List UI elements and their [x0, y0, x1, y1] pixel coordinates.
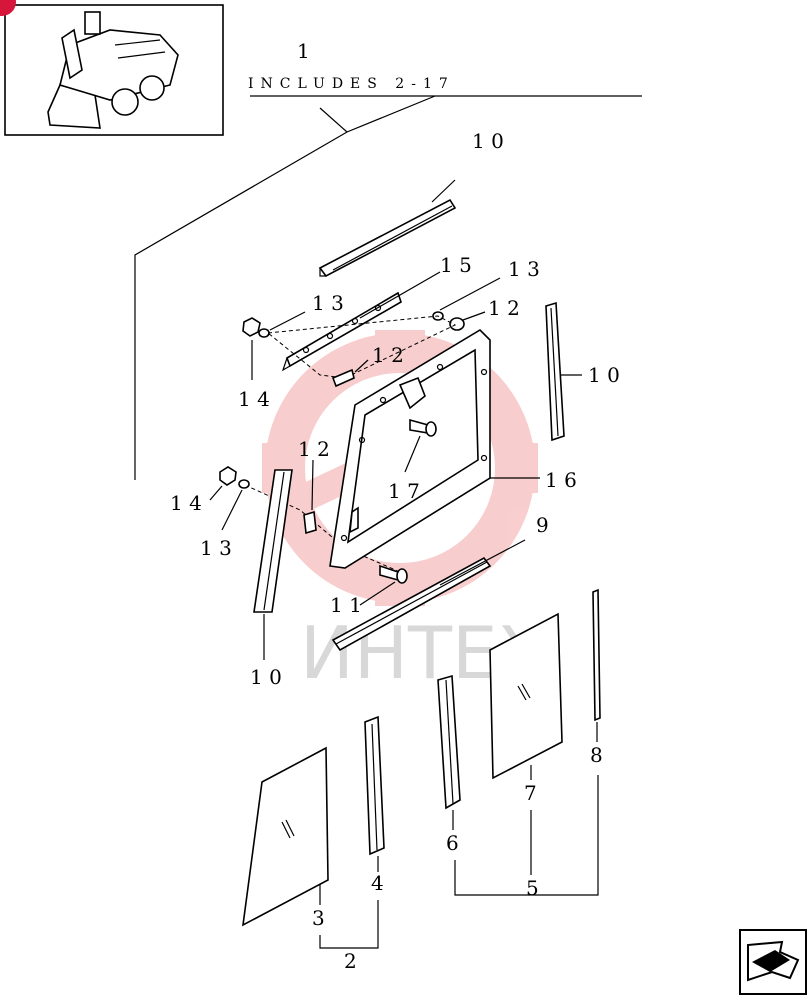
part-12-plate-left — [303, 459, 317, 535]
label-1: 1 — [297, 39, 310, 63]
label-5: 5 — [526, 876, 539, 900]
skid-steer-loader-icon — [47, 11, 179, 129]
alignment-line-top — [266, 315, 457, 379]
label-6: 6 — [446, 831, 459, 855]
part-4-channel — [364, 715, 385, 872]
part-9-channel — [331, 539, 526, 652]
part-17-bolt — [404, 418, 437, 473]
part-13-washer-top-left — [258, 311, 306, 338]
label-15: 1 5 — [440, 253, 472, 277]
part-8-strip — [592, 588, 601, 742]
thumbnail[interactable] — [0, 0, 224, 136]
label-7: 7 — [524, 781, 537, 805]
group-2-bracket — [319, 900, 379, 949]
corner-badge — [0, 0, 16, 16]
label-3: 3 — [312, 906, 325, 930]
label-9: 9 — [536, 513, 549, 537]
label-13-top-right: 1 3 — [508, 257, 540, 281]
part-10-left-channel — [253, 469, 293, 660]
label-11: 1 1 — [330, 593, 362, 617]
part-10-top-channel — [318, 179, 457, 278]
label-12-left: 1 2 — [298, 437, 330, 461]
label-17: 1 7 — [388, 479, 420, 503]
part-14-nut-top — [242, 317, 261, 380]
label-14-top: 1 4 — [238, 387, 270, 411]
assembly-leader-lines — [134, 95, 642, 480]
part-14-nut-left — [209, 466, 237, 501]
part-10-right-channel — [545, 301, 582, 442]
part-13-washer-left — [221, 479, 250, 531]
label-8: 8 — [590, 743, 603, 767]
label-13-left: 1 3 — [200, 536, 232, 560]
label-4: 4 — [371, 871, 384, 895]
label-12-mid: 1 2 — [372, 343, 404, 367]
label-16: 1 6 — [545, 468, 577, 492]
label-2: 2 — [344, 949, 357, 973]
next-page-arrow-icon[interactable] — [739, 929, 807, 995]
label-10-top: 1 0 — [472, 129, 504, 153]
includes-note: INCLUDES 2-17 — [248, 76, 455, 92]
part-11-bolt — [359, 564, 408, 606]
label-12-right: 1 2 — [488, 296, 520, 320]
part-12-spacer-right — [449, 311, 486, 331]
label-14-left: 1 4 — [170, 491, 202, 515]
part-6-channel — [437, 674, 461, 830]
part-12-plate-mid — [331, 359, 369, 388]
part-15-bracket — [281, 271, 441, 372]
part-7-glass — [489, 612, 563, 780]
label-13-top-left: 1 3 — [312, 291, 344, 315]
group-5-bracket — [454, 775, 599, 896]
label-10-right: 1 0 — [588, 363, 620, 387]
part-16-frame — [329, 328, 540, 569]
part-3-glass — [242, 746, 329, 927]
label-10-bottom: 1 0 — [250, 665, 282, 689]
